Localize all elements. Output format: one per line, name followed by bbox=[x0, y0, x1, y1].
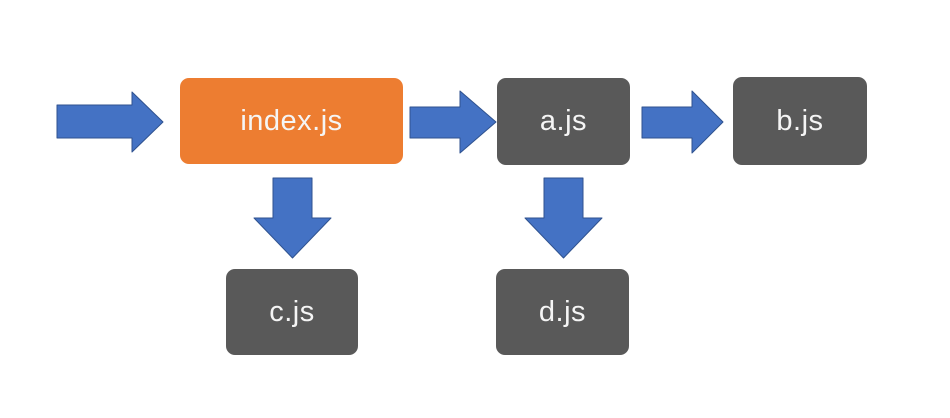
arrow-index-to-a-icon bbox=[409, 90, 497, 154]
arrow-a-to-b-icon bbox=[641, 90, 724, 154]
node-index-js: index.js bbox=[180, 78, 403, 164]
arrow-entry-to-index-icon bbox=[56, 91, 164, 153]
node-b-js: b.js bbox=[733, 77, 867, 165]
arrow-shape bbox=[409, 90, 497, 154]
node-index-js-label: index.js bbox=[240, 104, 343, 137]
arrow-index-to-c-icon bbox=[253, 177, 332, 259]
node-a-js: a.js bbox=[497, 78, 630, 165]
arrow-shape bbox=[56, 91, 164, 153]
node-c-js-label: c.js bbox=[269, 295, 315, 328]
node-d-js-label: d.js bbox=[538, 295, 587, 328]
arrow-shape bbox=[524, 177, 603, 259]
arrow-a-to-d-icon bbox=[524, 177, 603, 259]
node-b-js-label: b.js bbox=[776, 104, 824, 137]
arrow-shape bbox=[641, 90, 724, 154]
arrow-shape bbox=[253, 177, 332, 259]
node-d-js: d.js bbox=[496, 269, 629, 355]
node-c-js: c.js bbox=[226, 269, 358, 355]
node-a-js-label: a.js bbox=[539, 105, 588, 137]
